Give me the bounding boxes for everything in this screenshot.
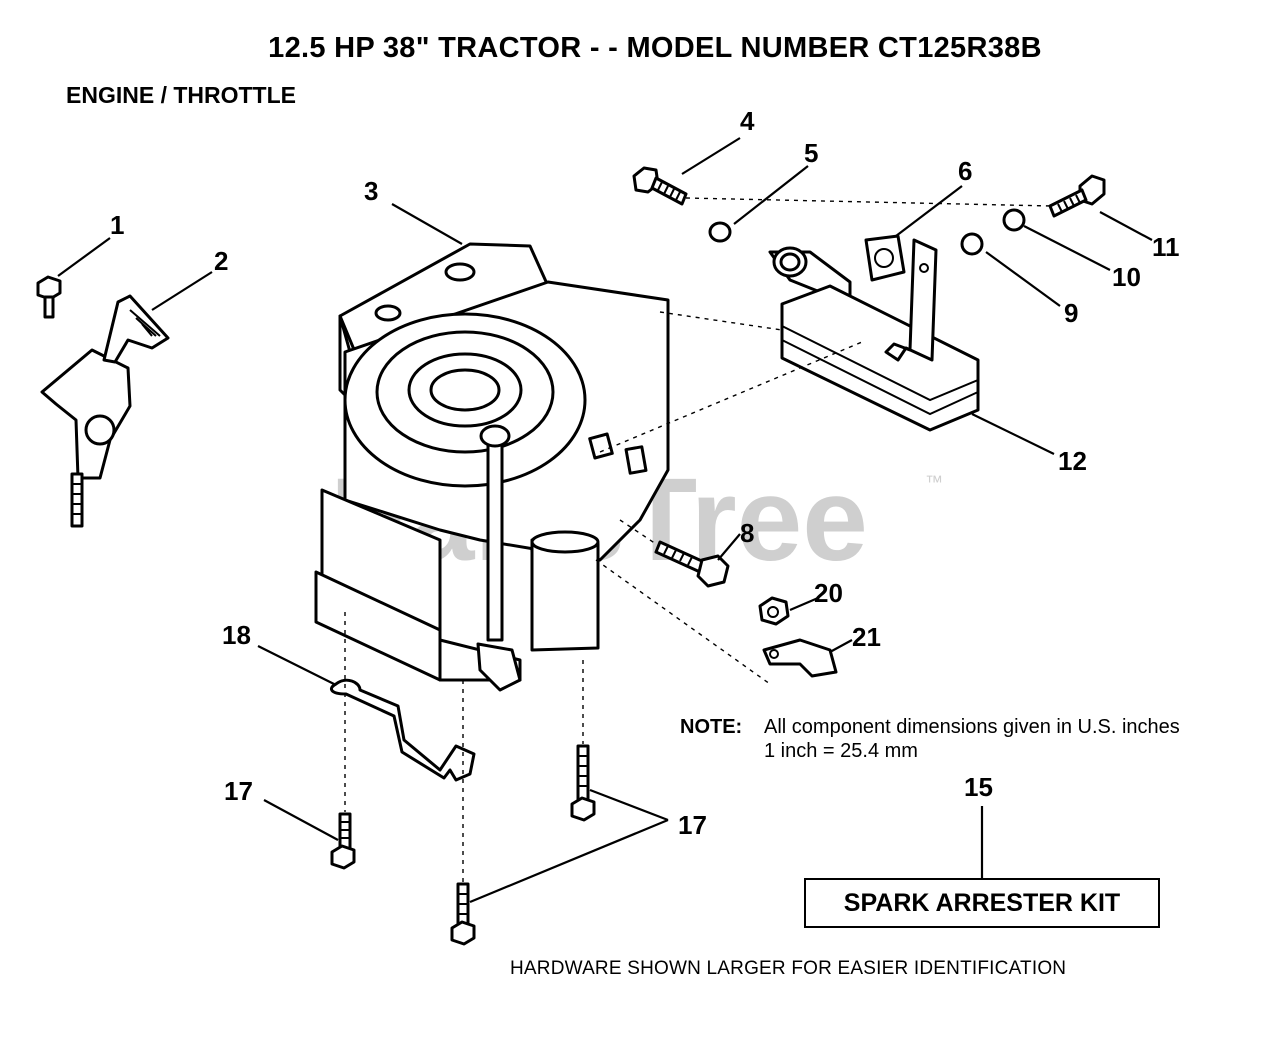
watermark-trademark: ™ [925, 472, 943, 492]
callout-8: 8 [740, 518, 754, 548]
diagram-title: 12.5 HP 38" TRACTOR - - MODEL NUMBER CT1… [268, 32, 1042, 64]
part-11-bolt[interactable] [1048, 174, 1106, 218]
callout-2: 2 [214, 246, 228, 276]
part-20-nut[interactable] [758, 596, 790, 626]
callout-numbers: 1 2 3 4 5 6 11 10 9 12 8 20 21 18 17 17 [110, 106, 1180, 840]
part-17-bolt-center[interactable] [570, 744, 596, 822]
callout-17-left: 17 [224, 776, 253, 806]
part-6-gasket[interactable] [864, 234, 906, 282]
spark-arrester-kit-box[interactable]: SPARK ARRESTER KIT [804, 878, 1160, 928]
part-12-muffler[interactable] [780, 238, 980, 432]
note-line-1: All component dimensions given in U.S. i… [764, 716, 1180, 738]
note-line-2: 1 inch = 25.4 mm [764, 740, 918, 762]
part-18-fuel-line[interactable] [329, 678, 476, 782]
callout-12: 12 [1058, 446, 1087, 476]
callout-5: 5 [804, 138, 818, 168]
callout-10: 10 [1112, 262, 1141, 292]
part-10-washer[interactable] [1002, 208, 1026, 232]
part-1-bolt[interactable] [36, 275, 62, 319]
callout-21: 21 [852, 622, 881, 652]
part-21-clip[interactable] [762, 638, 838, 678]
callout-1: 1 [110, 210, 124, 240]
callout-20: 20 [814, 578, 843, 608]
part-17-bolt-bottom[interactable] [450, 882, 476, 946]
callout-17-right: 17 [678, 810, 707, 840]
part-5-washer[interactable] [708, 221, 732, 243]
footer-note: HARDWARE SHOWN LARGER FOR EASIER IDENTIF… [510, 958, 1067, 979]
alignment-lines [344, 197, 1053, 884]
callout-4: 4 [740, 106, 755, 136]
callout-6: 6 [958, 156, 972, 186]
callout-9: 9 [1064, 298, 1078, 328]
callout-18: 18 [222, 620, 251, 650]
callout-15: 15 [964, 772, 993, 802]
part-2-throttle-control[interactable] [40, 294, 170, 528]
callout-3: 3 [364, 176, 378, 206]
part-4-bolt[interactable] [632, 166, 688, 206]
part-17-bolt-left[interactable] [330, 812, 356, 870]
diagram-subtitle: ENGINE / THROTTLE [66, 82, 296, 108]
part-3-engine[interactable] [314, 242, 670, 692]
part-8-bolt[interactable] [654, 540, 730, 588]
note-label: NOTE: [680, 716, 743, 738]
callout-11: 11 [1152, 232, 1180, 262]
leader-lines [57, 137, 1153, 904]
part-9-washer[interactable] [960, 232, 984, 256]
